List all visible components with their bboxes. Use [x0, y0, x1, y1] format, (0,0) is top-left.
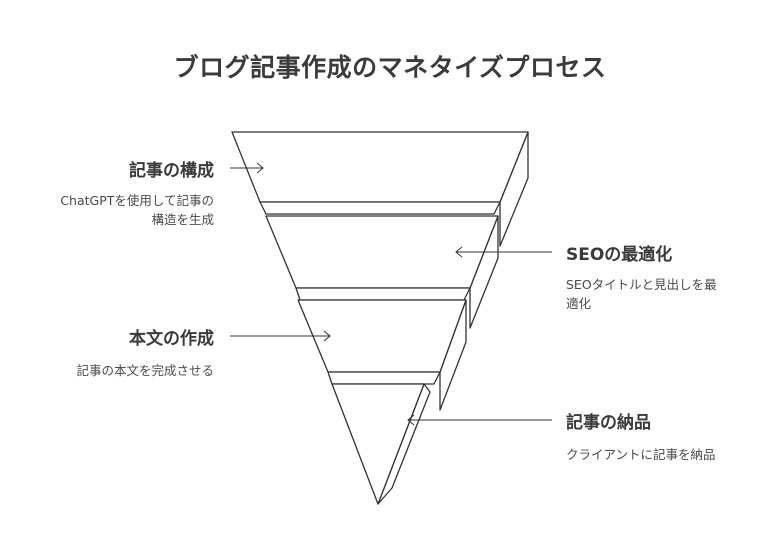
page-title: ブログ記事作成のマネタイズプロセス	[173, 53, 607, 82]
funnel-tier-1-face	[231, 131, 529, 203]
stage-3-desc-line-1: 記事の本文を完成させる	[76, 363, 214, 378]
funnel-tier-3-bottom	[327, 371, 441, 385]
stage-2-description: SEOタイトルと見出しを最 適化	[566, 275, 717, 313]
stage-2-desc-line-1: SEOタイトルと見出しを最	[566, 277, 717, 292]
stage-1-desc-line-2: 構造を生成	[151, 212, 214, 227]
stage-3-description: 記事の本文を完成させる	[76, 361, 214, 380]
stage-3-label: 本文の作成	[129, 329, 214, 349]
stage-1-description: ChatGPTを使用して記事の 構造を生成	[60, 191, 214, 229]
stage-4-description: クライアントに記事を納品	[566, 445, 716, 464]
arrow-head-1	[256, 162, 264, 174]
stage-2-label: SEOの最適化	[566, 245, 673, 265]
stage-1-desc-line-1: ChatGPTを使用して記事の	[60, 193, 214, 208]
stage-4-label: 記事の納品	[566, 413, 651, 433]
stage-2-desc-line-2: 適化	[566, 296, 592, 311]
stage-1-label: 記事の構成	[129, 161, 214, 181]
arrow-head-3	[323, 330, 331, 342]
funnel-tier-2-bottom	[295, 287, 471, 301]
stage-4-desc-line-1: クライアントに記事を納品	[566, 447, 716, 462]
funnel-tier-4-face	[331, 383, 425, 505]
arrow-head-2	[455, 246, 463, 258]
funnel-tier-1-bottom	[259, 201, 501, 215]
arrow-head-4	[407, 414, 415, 426]
